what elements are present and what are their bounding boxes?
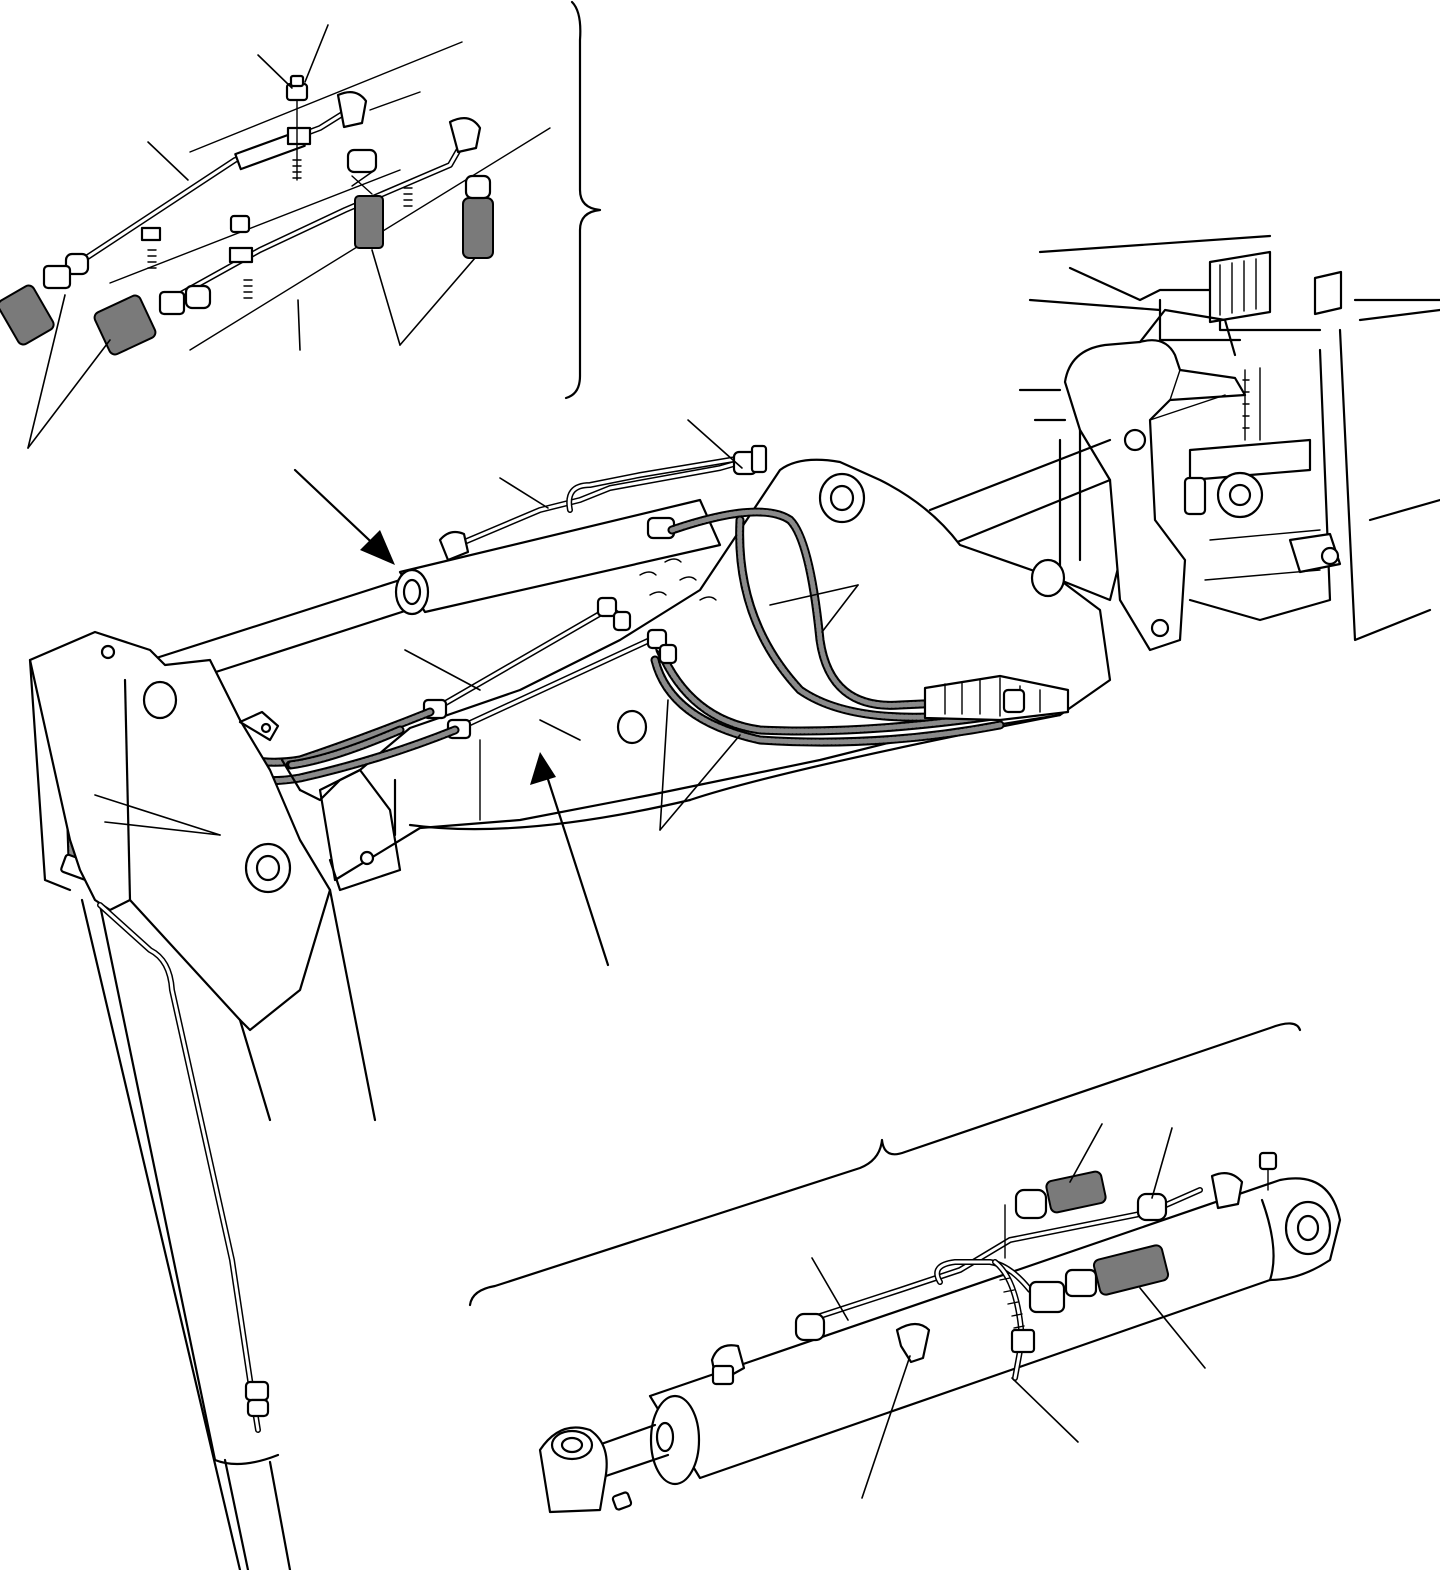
cylinder-barrel: [648, 1177, 1342, 1486]
boom-hydraulic-lines-view: [28, 234, 1440, 1570]
clamp-band: [992, 1259, 1036, 1381]
arm: [80, 888, 377, 1570]
boom-body: [318, 458, 1112, 882]
swing-frame: [1018, 234, 1440, 642]
upper-hose-end: [0, 284, 55, 346]
upper-rigid-pipes: [438, 444, 768, 562]
pipe-clamp-detail: [0, 0, 602, 449]
upper-pipe: [42, 90, 368, 290]
upper-clamp: [140, 74, 312, 269]
view-arrows: [293, 468, 610, 967]
piston-rod: [538, 1423, 670, 1514]
cylinder-detail: [468, 1022, 1342, 1514]
swing-hoses: [650, 507, 1070, 747]
lower-pipe: [158, 117, 482, 316]
lower-hose-ends: [93, 148, 494, 356]
swing-bracket: [1063, 308, 1247, 652]
cylinder-pipes: [794, 1170, 1203, 1342]
